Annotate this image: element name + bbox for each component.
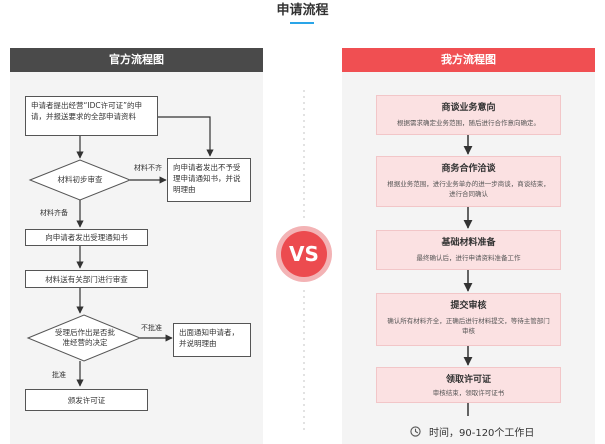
- step-desc: 根据业务范围，进行业务单办的进一步商谈，商谈结束，进行合同确认: [387, 180, 550, 198]
- written-notice-box: 出面通知申请者，并说明理由: [173, 323, 251, 357]
- step-title: 商谈业务意向: [441, 103, 496, 113]
- arrow-box1-side: [158, 116, 214, 157]
- vs-divider-bottom: [303, 290, 305, 430]
- label-buqi: 材料不齐: [134, 164, 162, 172]
- step-title: 基础材料准备: [441, 238, 496, 248]
- step-negotiation: 商务合作洽谈 根据业务范围，进行业务单办的进一步商谈，商谈结束，进行合同确认: [376, 156, 561, 207]
- accept-notice-box: 向申请者发出受理通知书: [25, 229, 148, 246]
- vs-badge: VS: [281, 231, 327, 277]
- our-flow-header: 我方流程图: [342, 48, 595, 72]
- step-desc: 根据需求确定业务范围，随后进行合作意向确定。: [397, 119, 540, 127]
- page-title: 申请流程: [276, 3, 329, 18]
- step-submit: 提交审核 确认所有材料齐全，正确后进行材料提交，等待主管部门审核: [376, 293, 561, 346]
- label-bupizhun: 不批准: [141, 324, 162, 332]
- title-underline: [290, 22, 314, 24]
- step-title: 提交审核: [450, 301, 487, 311]
- step-title: 商务合作洽谈: [441, 164, 496, 174]
- official-flow-header: 官方流程图: [10, 48, 263, 72]
- step-desc: 最终确认后，进行申请资料准备工作: [416, 254, 521, 262]
- step-intent: 商谈业务意向 根据需求确定业务范围，随后进行合作意向确定。: [376, 95, 561, 135]
- step-title: 领取许可证: [445, 375, 491, 385]
- decision-diamond-label: 受理后作出是否批准经营的决定: [55, 328, 115, 347]
- vs-divider-top: [303, 90, 305, 218]
- label-qibei: 材料齐备: [40, 209, 68, 217]
- label-pizhun: 批准: [52, 371, 66, 379]
- issue-license-box: 颁发许可证: [25, 389, 148, 411]
- department-review-box: 材料送有关部门进行审查: [25, 270, 148, 288]
- review-diamond-label: 材料初步审查: [57, 175, 103, 184]
- step-materials: 基础材料准备 最终确认后，进行申请资料准备工作: [376, 230, 561, 270]
- apply-box: 申请者提出经营“IDC许可证”的申请，并报送要求的全部申请资料: [25, 96, 158, 136]
- step-receive: 领取许可证 审核结束，领取许可证书: [376, 367, 561, 403]
- time-text: 时间，90-120个工作日: [429, 428, 535, 439]
- reject-notice-box: 向申请者发出不予受理申请通知书，并说明理由: [167, 158, 251, 202]
- step-desc: 审核结束，领取许可证书: [432, 389, 505, 397]
- time-estimate: 时间，90-120个工作日: [410, 424, 534, 439]
- step-desc: 确认所有材料齐全，正确后进行材料提交，等待主管部门审核: [387, 317, 550, 335]
- clock-icon: [410, 426, 421, 437]
